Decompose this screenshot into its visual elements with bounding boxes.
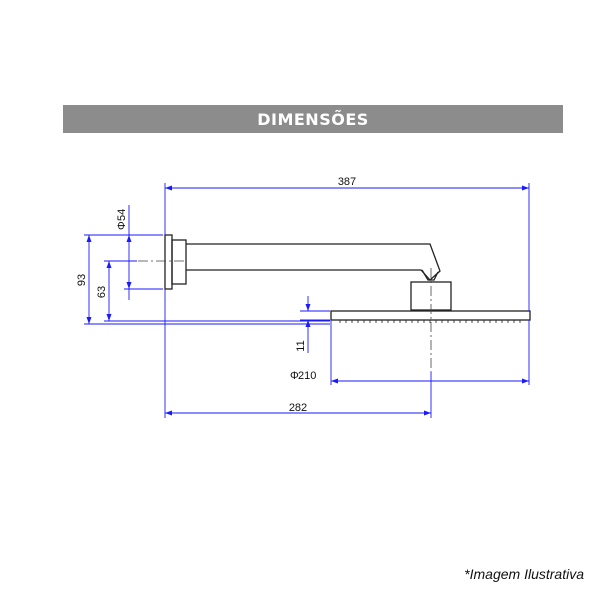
dim-54-label: Φ 54 bbox=[116, 209, 128, 230]
diameter-symbol: Φ bbox=[116, 221, 128, 230]
center-lines bbox=[138, 260, 432, 372]
dim-387-label: 387 bbox=[338, 176, 356, 188]
dim-210-value: 210 bbox=[298, 370, 316, 382]
dim-282-label: 282 bbox=[289, 402, 307, 414]
wall-flange bbox=[164, 234, 173, 290]
diameter-symbol: Φ bbox=[290, 370, 299, 382]
shower-head-plate bbox=[330, 310, 531, 321]
shower-arm-outline bbox=[164, 234, 531, 321]
section-header: DIMENSÕES bbox=[63, 105, 563, 133]
swivel-joint bbox=[421, 269, 439, 281]
dimension-lines bbox=[84, 183, 530, 418]
nozzle-row bbox=[339, 320, 521, 323]
dim-210-label: Φ 210 bbox=[290, 370, 316, 382]
illustrative-note: *Imagem Ilustrativa bbox=[464, 566, 584, 582]
dim-63-label: 63 bbox=[96, 286, 108, 298]
dim-54-value: 54 bbox=[116, 209, 128, 221]
section-title: DIMENSÕES bbox=[257, 109, 369, 129]
dim-11-label: 11 bbox=[295, 340, 307, 351]
flange-collar bbox=[171, 239, 187, 285]
dim-93-label: 93 bbox=[76, 274, 88, 286]
shower-arm bbox=[186, 243, 441, 281]
